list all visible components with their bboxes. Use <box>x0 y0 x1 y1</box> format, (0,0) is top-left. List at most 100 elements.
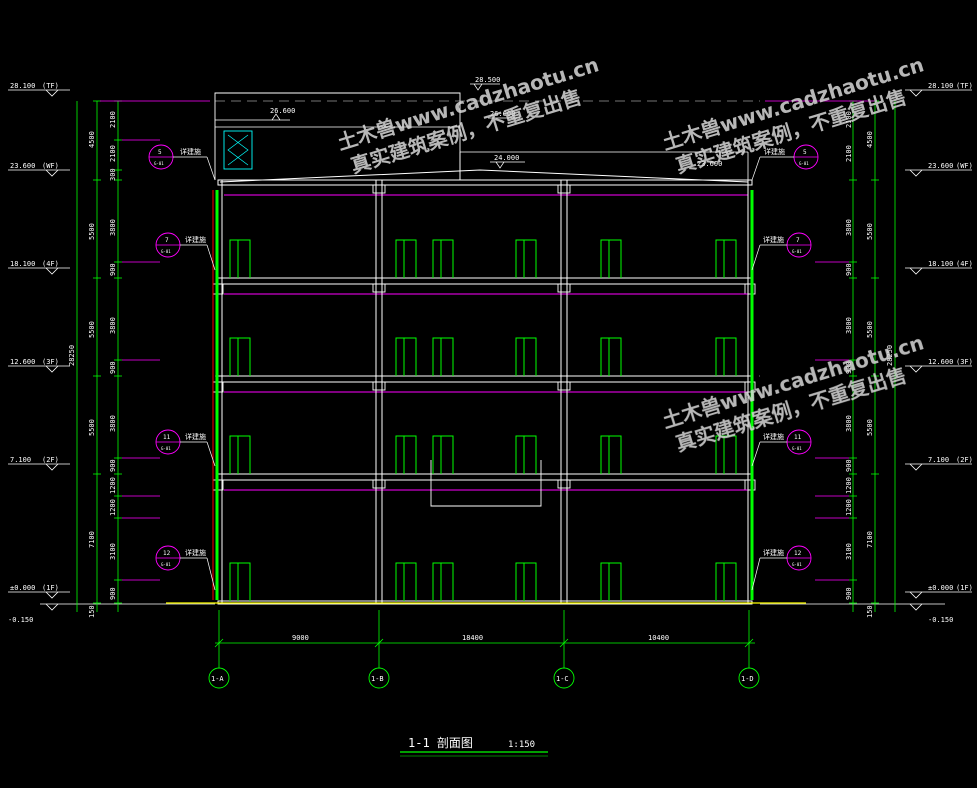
ground-marker-right: -0.150 <box>760 603 953 624</box>
level-value: 18.100 <box>928 260 953 268</box>
axis-1-c: 1-C <box>553 667 575 689</box>
callout-sheet: G-01 <box>161 249 171 254</box>
right-dimension-chains <box>849 100 896 612</box>
mark-stair-top: 28.500 <box>475 76 500 84</box>
mark-tank: 26.600 <box>490 110 515 118</box>
dim-inner: 2100 <box>109 111 117 128</box>
mark-parapet: 26.600 <box>270 107 295 115</box>
level-marker-f3-left: 12.600 (3F) <box>8 358 70 373</box>
exterior-glazing <box>215 190 754 600</box>
dim-inner: 2100 <box>845 145 853 162</box>
door <box>432 337 454 376</box>
drawing-title: 1-1 剖面图 1:150 <box>400 736 548 757</box>
detail-callouts: 5 G-01 详建施 7 G-01 详建施 11 G-01 详建施 <box>148 144 819 591</box>
door <box>600 239 622 278</box>
level-value: ±0.000 <box>928 584 953 592</box>
title-main: 1-1 剖面图 <box>408 736 473 750</box>
callout-right-5: 5 G-01 详建施 <box>751 144 819 181</box>
door <box>600 435 622 474</box>
callout-text: 详建施 <box>180 147 201 156</box>
dim-inner: 3800 <box>845 415 853 432</box>
dim-inner: 3100 <box>845 543 853 560</box>
level-marker-roof-top-right: 28.100 (TF) <box>905 82 973 97</box>
level-value: ±0.000 <box>10 584 35 592</box>
dim-inner: 900 <box>109 263 117 276</box>
level-value: 28.100 <box>928 82 953 90</box>
level-value: 28.100 <box>10 82 35 90</box>
span-dim-1: 9000 <box>292 634 309 642</box>
dim-inner: 3800 <box>109 317 117 334</box>
level-value: 7.100 <box>10 456 31 464</box>
level-tag: (TF) <box>956 82 973 90</box>
rooftop-window <box>223 130 253 170</box>
level-tag: (3F) <box>956 358 973 366</box>
level-marker-f4-left: 18.100 (4F) <box>8 260 70 275</box>
callout-right-11: 11 G-01 详建施 <box>751 429 812 467</box>
door <box>432 562 454 601</box>
callout-number: 12 <box>163 550 171 557</box>
dim-outer-1: 4500 <box>866 131 874 148</box>
callout-number: 7 <box>165 237 169 244</box>
level-value: 23.600 <box>928 162 953 170</box>
door <box>229 239 251 278</box>
rooftop-structures: 26.600 28.500 26.600 24.000 23.600 <box>214 76 749 180</box>
dim-inner: 3100 <box>109 543 117 560</box>
callout-text: 详建施 <box>763 235 784 244</box>
axis-1-a: 1-A <box>208 667 230 689</box>
level-tag: (1F) <box>42 584 59 592</box>
dim-inner: 900 <box>109 459 117 472</box>
dim-outer-2: 5500 <box>866 223 874 240</box>
right-dim-texts-inner: 2100 2100 3800 900 3800 900 3800 900 120… <box>845 111 853 600</box>
dim-inner: 3800 <box>109 415 117 432</box>
dim-outer-6: 150 <box>88 605 96 618</box>
callout-left-5: 5 G-01 详建施 <box>148 144 216 181</box>
callout-right-12: 12 G-01 详建施 <box>751 545 812 591</box>
level-marker-f4-right: 18.100 (4F) <box>905 260 973 275</box>
dim-inner: 900 <box>109 361 117 374</box>
level-marker-roof-left: 23.600 (WF) <box>8 162 70 177</box>
callout-number: 5 <box>158 149 162 156</box>
dim-outer-6: 150 <box>866 605 874 618</box>
door <box>715 337 737 376</box>
dim-outer-1: 4500 <box>88 131 96 148</box>
title-scale: 1:150 <box>508 740 535 750</box>
dim-inner: 1200 <box>845 477 853 494</box>
callout-text: 详建施 <box>763 548 784 557</box>
door <box>395 337 417 376</box>
callout-number: 12 <box>794 550 802 557</box>
callout-text: 详建施 <box>764 147 785 156</box>
door <box>395 435 417 474</box>
level-value: 23.600 <box>10 162 35 170</box>
level-tag: (1F) <box>956 584 973 592</box>
axis-label: 1-B <box>371 675 384 683</box>
left-level-markers: 28.100 (TF) 23.600 (WF) 18.100 (4F) 12.6… <box>8 82 215 624</box>
level-marker-f2-right: 7.100 (2F) <box>905 456 973 471</box>
door <box>229 435 251 474</box>
door <box>432 435 454 474</box>
door <box>432 239 454 278</box>
dim-inner: 2100 <box>109 145 117 162</box>
callout-left-11: 11 G-01 详建施 <box>155 429 216 467</box>
dim-outer-5: 7100 <box>88 531 96 548</box>
roof-slope <box>219 169 749 183</box>
dim-inner: 2100 <box>845 111 853 128</box>
callout-text: 详建施 <box>763 432 784 441</box>
door <box>229 562 251 601</box>
span-dim-2: 18400 <box>462 634 483 642</box>
level-tag: (2F) <box>956 456 973 464</box>
axis-bubbles: 1-A 1-B 1-C 1-D <box>208 667 760 689</box>
door <box>515 562 537 601</box>
stair-tower-outline <box>214 92 461 180</box>
span-dim-3: 10400 <box>648 634 669 642</box>
callout-text: 详建施 <box>185 548 206 557</box>
door <box>395 562 417 601</box>
callout-sheet: G-01 <box>792 446 802 451</box>
level-tag: (4F) <box>42 260 59 268</box>
left-dim-texts-outer: 4500 5500 5500 5500 7100 150 28250 <box>68 131 96 618</box>
callout-number: 5 <box>803 149 807 156</box>
ground-level-value: -0.150 <box>928 616 953 624</box>
horizontal-dimensions: 9000 18400 10400 <box>214 610 755 668</box>
axis-label: 1-A <box>211 675 224 683</box>
axis-label: 1-C <box>556 675 569 683</box>
dim-inner: 900 <box>845 361 853 374</box>
